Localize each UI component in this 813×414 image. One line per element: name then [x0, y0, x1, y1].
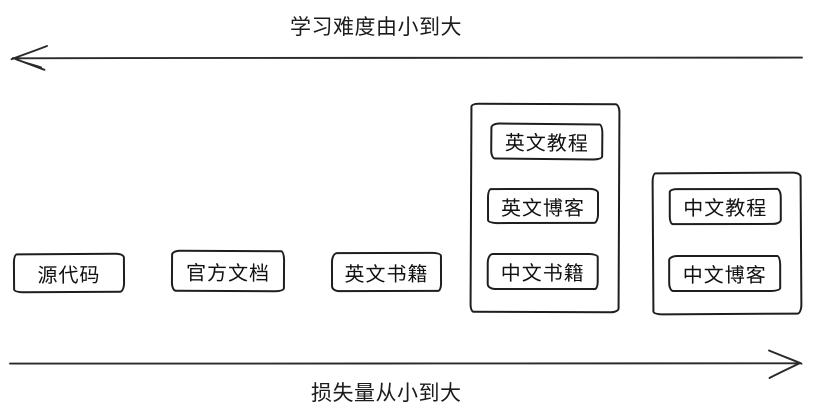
box-chinese-tutorials-label: 中文教程	[683, 197, 768, 221]
box-english-books-label: 英文书籍	[344, 263, 429, 286]
box-english-tutorials-label: 英文教程	[504, 132, 589, 156]
box-english-books: 英文书籍	[330, 251, 443, 293]
right-arrow-head-lower	[768, 362, 801, 379]
group-english-resources: 英文教程 英文博客 中文书籍	[469, 102, 621, 314]
left-arrow	[10, 45, 803, 71]
box-source-code: 源代码	[12, 252, 126, 294]
group-chinese-resources: 中文教程 中文博客	[651, 171, 803, 316]
bottom-axis-label: 损失量从小到大	[311, 382, 462, 405]
box-english-blogs: 英文博客	[486, 187, 600, 225]
left-arrow-head-sketch-stroke	[16, 59, 43, 68]
box-chinese-books-label: 中文书籍	[500, 262, 585, 286]
box-chinese-blogs: 中文博客	[668, 254, 782, 293]
right-arrow-shaft	[9, 362, 801, 365]
box-official-docs: 官方文档	[170, 249, 286, 293]
box-english-tutorials: 英文教程	[490, 122, 604, 161]
box-official-docs-label: 官方文档	[185, 262, 271, 285]
top-axis-label: 学习难度由小到大	[290, 16, 462, 39]
box-chinese-books: 中文书籍	[486, 252, 599, 291]
right-arrow-head-upper	[768, 349, 803, 365]
left-arrow-shaft	[13, 56, 803, 60]
box-chinese-tutorials: 中文教程	[668, 187, 782, 226]
box-chinese-blogs-label: 中文博客	[682, 264, 767, 288]
right-arrow	[9, 349, 803, 379]
box-english-blogs-label: 英文博客	[500, 197, 586, 220]
box-source-code-label: 源代码	[37, 264, 101, 287]
left-arrow-head-upper	[10, 45, 48, 61]
